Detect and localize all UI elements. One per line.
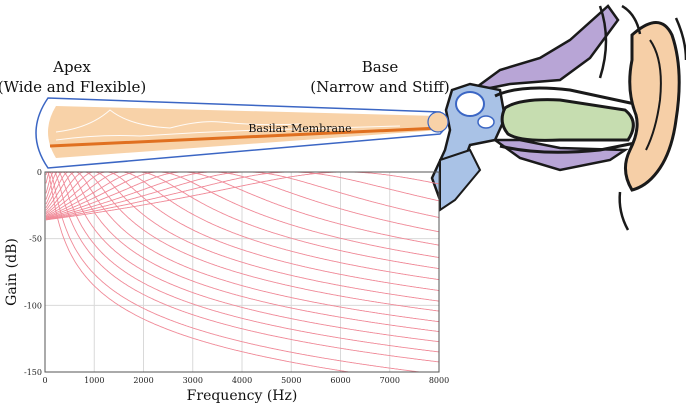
annotations: Apex (Wide and Flexible) Base (Narrow an…	[0, 58, 450, 96]
x-tick-label: 2000	[133, 376, 153, 385]
canal-outer-wall	[494, 86, 636, 106]
filter-response-curve	[45, 171, 440, 281]
filter-response-curve	[45, 171, 440, 302]
round-window	[477, 115, 495, 129]
x-tick-label: 7000	[380, 376, 400, 385]
ear-canal	[500, 98, 635, 142]
purple-structure	[469, 4, 620, 94]
x-tick-label: 6000	[330, 376, 350, 385]
cochlea-fill	[48, 106, 443, 158]
filter-response-curve	[45, 171, 440, 323]
filter-response-curve	[45, 171, 440, 291]
pinna-inner-fold	[645, 39, 662, 151]
chart-plot-frame	[44, 171, 440, 373]
filter-response-curve	[45, 171, 440, 221]
apex-title: Apex	[52, 58, 91, 76]
purple-lower-structure	[491, 138, 629, 172]
y-axis-ticks: 0 -50 -100 -150	[24, 168, 42, 377]
y-tick-label: -50	[29, 235, 42, 244]
y-axis-label: Gain (dB)	[4, 238, 20, 306]
x-tick-label: 0	[42, 376, 47, 385]
x-axis-label: Frequency (Hz)	[187, 388, 298, 404]
filter-response-curve	[45, 171, 440, 258]
x-tick-label: 4000	[232, 376, 252, 385]
inner-ear-lower	[439, 148, 482, 212]
head-outline-top	[621, 4, 642, 35]
x-axis-ticks: 0 1000 2000 3000 4000 5000 6000 7000 8000	[42, 376, 449, 385]
filter-response-curve	[45, 171, 440, 332]
basilar-membrane-line	[49, 126, 441, 148]
y-tick-label: -100	[24, 301, 42, 310]
x-tick-label: 8000	[429, 376, 449, 385]
neck-outline	[618, 191, 630, 231]
cochlea-layer-1	[55, 109, 301, 133]
outer-ear-pinna	[624, 21, 681, 192]
y-tick-label: -150	[24, 368, 42, 377]
filter-response-curve	[45, 171, 440, 270]
cochlea-layer-2	[55, 125, 401, 141]
filter-response-curve	[45, 171, 440, 246]
filterbank-chart: 0 1000 2000 3000 4000 5000 6000 7000 8000 0 -50 -1…	[4, 168, 449, 404]
filter-response-curve	[45, 171, 440, 343]
filter-response-curve	[45, 171, 440, 363]
filter-response-curve	[45, 171, 440, 221]
x-tick-label: 1000	[84, 376, 104, 385]
cochlea-base-cap	[427, 111, 449, 133]
membrane-label: Basilar Membrane	[248, 122, 351, 135]
filter-response-curve	[45, 171, 440, 233]
x-tick-label: 3000	[183, 376, 203, 385]
y-tick-label: 0	[37, 168, 42, 177]
base-subtitle: (Narrow and Stiff)	[310, 78, 449, 96]
base-title: Base	[362, 58, 399, 76]
canal-lower-wall	[499, 140, 641, 154]
oval-window	[455, 91, 485, 117]
ear-anatomy-illustration	[430, 4, 686, 231]
apex-subtitle: (Wide and Flexible)	[0, 78, 146, 96]
filter-response-curve	[45, 171, 440, 353]
x-tick-label: 5000	[281, 376, 301, 385]
head-outline-upper	[598, 5, 608, 79]
filter-response-curve	[45, 171, 439, 373]
unrolled-cochlea: Basilar Membrane	[35, 97, 449, 169]
